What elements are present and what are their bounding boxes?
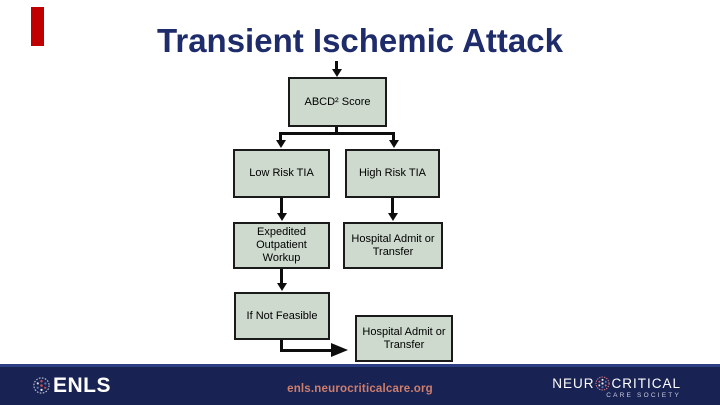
ncs-wordmark: NEUR CRITICAL (552, 376, 681, 391)
flowchart-node-abcd-score: ABCD² Score (288, 77, 387, 127)
connector-start (335, 61, 338, 71)
connector-expedited-to-ifnot (280, 268, 283, 285)
arrowhead-low-risk (276, 140, 286, 148)
footer-bar: ENLS enls.neurocriticalcare.org NEUR CRI… (0, 364, 720, 405)
connector-low-to-expedited (280, 198, 283, 215)
connector-split-line (279, 132, 395, 135)
connector-elbow-horizontal (280, 349, 331, 352)
arrowhead-start (332, 69, 342, 77)
connector-drop-left (279, 132, 282, 142)
connector-elbow-vertical (280, 340, 283, 352)
ncs-care-society-text: CARE SOCIETY (606, 392, 681, 399)
ncs-critical-text: CRITICAL (611, 375, 681, 391)
ncs-logo: NEUR CRITICAL CARE SOCIETY (552, 376, 681, 400)
flowchart-node-low-risk-tia: Low Risk TIA (233, 149, 330, 198)
enls-brain-icon (33, 377, 50, 394)
arrowhead-hospital2 (331, 343, 348, 357)
footer-url: enls.neurocriticalcare.org (287, 383, 433, 395)
connector-high-to-hospital (391, 198, 394, 215)
arrowhead-ifnot (277, 283, 287, 291)
arrowhead-expedited (277, 213, 287, 221)
ncs-brain-icon (595, 376, 611, 391)
connector-drop-right (392, 132, 395, 142)
enls-wordmark: ENLS (53, 374, 112, 397)
ncs-neur-text: NEUR (552, 375, 595, 391)
enls-logo: ENLS (33, 375, 111, 396)
arrowhead-high-risk (389, 140, 399, 148)
flowchart-node-if-not-feasible: If Not Feasible (234, 292, 330, 340)
arrowhead-hospital1 (388, 213, 398, 221)
flowchart-node-high-risk-tia: High Risk TIA (345, 149, 440, 198)
flowchart-node-hospital-admit-1: Hospital Admit or Transfer (343, 222, 443, 269)
connector-abcd-stub (335, 127, 338, 135)
slide-title: Transient Ischemic Attack (157, 22, 563, 59)
flowchart-node-expedited-outpatient-workup: Expedited Outpatient Workup (233, 222, 330, 269)
flowchart-node-hospital-admit-2: Hospital Admit or Transfer (355, 315, 453, 362)
red-accent-bar (31, 7, 44, 46)
